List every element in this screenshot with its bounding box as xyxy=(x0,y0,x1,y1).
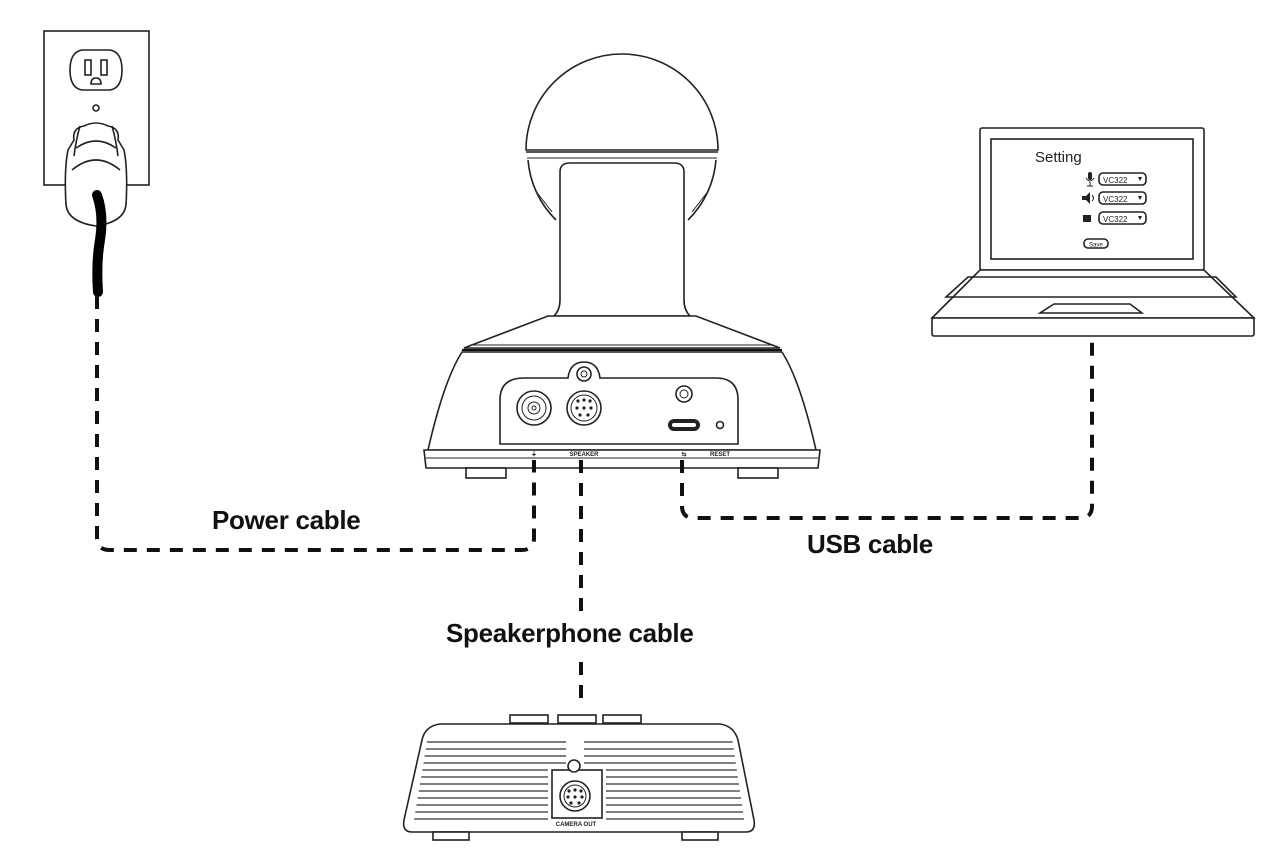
outlet-slot-right xyxy=(100,59,108,76)
speakerphone-button-2 xyxy=(557,714,597,724)
mic-select-value: VC322 xyxy=(1103,176,1128,185)
usb-port xyxy=(668,419,700,431)
camera-out-port xyxy=(559,780,591,812)
camera-foot-right xyxy=(737,467,779,479)
laptop-screen xyxy=(990,138,1194,260)
speaker-select-value: VC322 xyxy=(1103,195,1128,204)
save-button xyxy=(1083,238,1109,249)
speaker-row: VC322 xyxy=(1082,191,1147,205)
speaker-port-label: SPEAKER xyxy=(569,452,599,458)
save-button-label: Save xyxy=(1089,243,1103,249)
power-port-label: ⏚ xyxy=(531,451,537,458)
speakerphone-foot-left xyxy=(432,831,470,841)
speakerphone: CAMERA OUT xyxy=(402,714,756,841)
reset-label: RESET xyxy=(710,452,730,458)
camera-icon xyxy=(1083,215,1091,222)
speaker-icon xyxy=(1082,192,1090,204)
speaker-port xyxy=(566,390,602,426)
usb-port-label: ⇆ xyxy=(681,450,686,458)
power-cable-path xyxy=(95,296,536,552)
microphone-icon xyxy=(1088,172,1092,180)
mount-screw xyxy=(576,366,592,382)
camera-neck xyxy=(552,162,692,317)
speakerphone-grille xyxy=(414,741,745,820)
outlet-socket xyxy=(69,49,123,91)
outlet-screw xyxy=(92,104,100,112)
power-port xyxy=(516,390,552,426)
laptop-base xyxy=(931,317,1255,337)
camera-out-label: CAMERA OUT xyxy=(556,822,597,828)
camera-row: VC322 xyxy=(1083,211,1147,225)
power-plug xyxy=(64,122,128,297)
speakerphone-button-1 xyxy=(509,714,549,724)
ptz-camera: ⏚ SPEAKER ⇆ RESET xyxy=(423,53,821,479)
usb-cable-path xyxy=(680,338,1094,520)
laptop: Setting VC322 VC322 VC322 Save xyxy=(930,127,1256,337)
speakerphone-cable-label: Speakerphone cable xyxy=(446,618,694,648)
outlet-ground xyxy=(90,77,102,85)
power-cord xyxy=(92,190,107,297)
camera-select-value: VC322 xyxy=(1103,215,1128,224)
audio-jack xyxy=(675,385,693,403)
laptop-keyboard xyxy=(943,276,1238,298)
screen-title: Setting xyxy=(1035,149,1082,166)
outlet-slot-left xyxy=(84,59,92,76)
camera-head xyxy=(525,53,719,151)
camera-foot-left xyxy=(465,467,507,479)
reset-button xyxy=(715,420,725,430)
speakerphone-button-3 xyxy=(602,714,642,724)
power-cable-label: Power cable xyxy=(212,505,361,535)
mic-row: VC322 xyxy=(1085,172,1147,187)
usb-cable-label: USB cable xyxy=(807,529,933,559)
camera-base-top xyxy=(463,315,781,349)
speakerphone-foot-right xyxy=(681,831,719,841)
laptop-touchpad xyxy=(1037,303,1145,314)
